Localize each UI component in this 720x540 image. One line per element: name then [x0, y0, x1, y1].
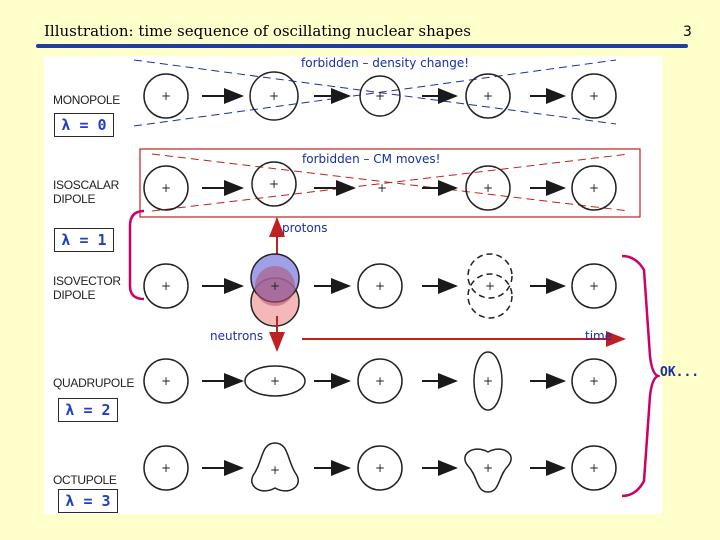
svg-text:+: +: [375, 461, 385, 475]
octupole-shape-1: [143, 445, 189, 491]
octupole-shape-3: [357, 445, 403, 491]
monopole-shape-4: [465, 73, 511, 119]
row-label-isoscalar-dipole: ISOSCALAR DIPOLE: [53, 178, 119, 206]
svg-text:+: +: [589, 89, 599, 103]
lambda-1-label: λ = 1: [54, 228, 114, 252]
svg-text:+: +: [161, 279, 171, 293]
monopole-shape-3: [359, 75, 401, 117]
isovector-shape-4b: [467, 273, 513, 319]
svg-text:+: +: [375, 279, 385, 293]
svg-text:+: +: [375, 89, 385, 103]
svg-text:+: +: [161, 89, 171, 103]
svg-text:+: +: [483, 374, 493, 388]
isoscalar-shape-1: [143, 165, 189, 211]
row-label-monopole: MONOPOLE: [53, 93, 120, 107]
dipole-forbidden-box: [139, 148, 641, 218]
svg-text:+: +: [161, 461, 171, 475]
monopole-dash-line-2: [133, 59, 617, 127]
dipole-forbidden-note: forbidden – CM moves!: [300, 152, 443, 166]
svg-text:+: +: [485, 279, 495, 293]
svg-text:+: +: [270, 463, 280, 477]
shapes-diagram: + + + + + + + + + +: [128, 59, 662, 498]
svg-text:+: +: [483, 181, 493, 195]
svg-text:+: +: [589, 279, 599, 293]
svg-text:+: +: [377, 181, 387, 195]
ok-label: OK...: [660, 365, 700, 380]
row-label-quadrupole: QUADRUPOLE: [53, 376, 135, 390]
isovector-shape-4a: [467, 253, 513, 299]
octupole-shape-4: [464, 448, 512, 493]
title-underline: [36, 44, 688, 48]
svg-text:+: +: [161, 374, 171, 388]
svg-text:+: +: [161, 181, 171, 195]
row-label-isovector-dipole: ISOVECTOR DIPOLE: [53, 274, 121, 302]
octupole-shape-5: [571, 445, 617, 491]
neutrons-label: neutrons: [210, 329, 264, 343]
svg-text:+: +: [589, 461, 599, 475]
lambda-3-label: λ = 3: [58, 489, 118, 513]
monopole-shape-5: [571, 73, 617, 119]
monopole-shape-2: [249, 71, 299, 121]
isoscalar-shape-4: [465, 165, 511, 211]
svg-text:+: +: [375, 374, 385, 388]
svg-text:+: +: [270, 374, 280, 388]
svg-text:+: +: [589, 374, 599, 388]
ok-bracket: [621, 254, 662, 498]
lambda-2-label: λ = 2: [58, 398, 118, 422]
lambda1-bracket: [128, 209, 145, 301]
quadrupole-shape-3: [357, 358, 403, 404]
monopole-shape-1: [143, 73, 189, 119]
svg-text:+: +: [483, 89, 493, 103]
isovector-shape-5: [571, 263, 617, 309]
lambda-0-label: λ = 0: [54, 113, 114, 137]
row-label-octupole: OCTUPOLE: [53, 473, 117, 487]
quadrupole-shape-2: [244, 365, 306, 397]
octupole-shape-2: [251, 442, 299, 492]
time-label: time: [585, 329, 613, 343]
page-number: 3: [683, 24, 692, 40]
isoscalar-shape-2: [251, 161, 297, 207]
nuclear-shapes-figure: + + + + + + + + + +: [44, 56, 662, 514]
quadrupole-shape-4: [473, 351, 503, 411]
protons-label: protons: [282, 221, 328, 235]
isovector-shape-1: [143, 263, 189, 309]
svg-text:+: +: [269, 177, 279, 191]
monopole-dash-line-1: [133, 59, 617, 125]
monopole-forbidden-note: forbidden – density change!: [298, 56, 473, 70]
svg-text:+: +: [483, 461, 493, 475]
quadrupole-shape-5: [571, 358, 617, 404]
svg-text:+: +: [269, 89, 279, 103]
dipole-dash-line-2: [151, 153, 630, 212]
isovector-shape-3: [357, 263, 403, 309]
svg-text:+: +: [270, 279, 280, 293]
isoscalar-shape-5: [571, 165, 617, 211]
slide-title: Illustration: time sequence of oscillati…: [44, 22, 471, 40]
svg-text:+: +: [589, 181, 599, 195]
quadrupole-shape-1: [143, 358, 189, 404]
